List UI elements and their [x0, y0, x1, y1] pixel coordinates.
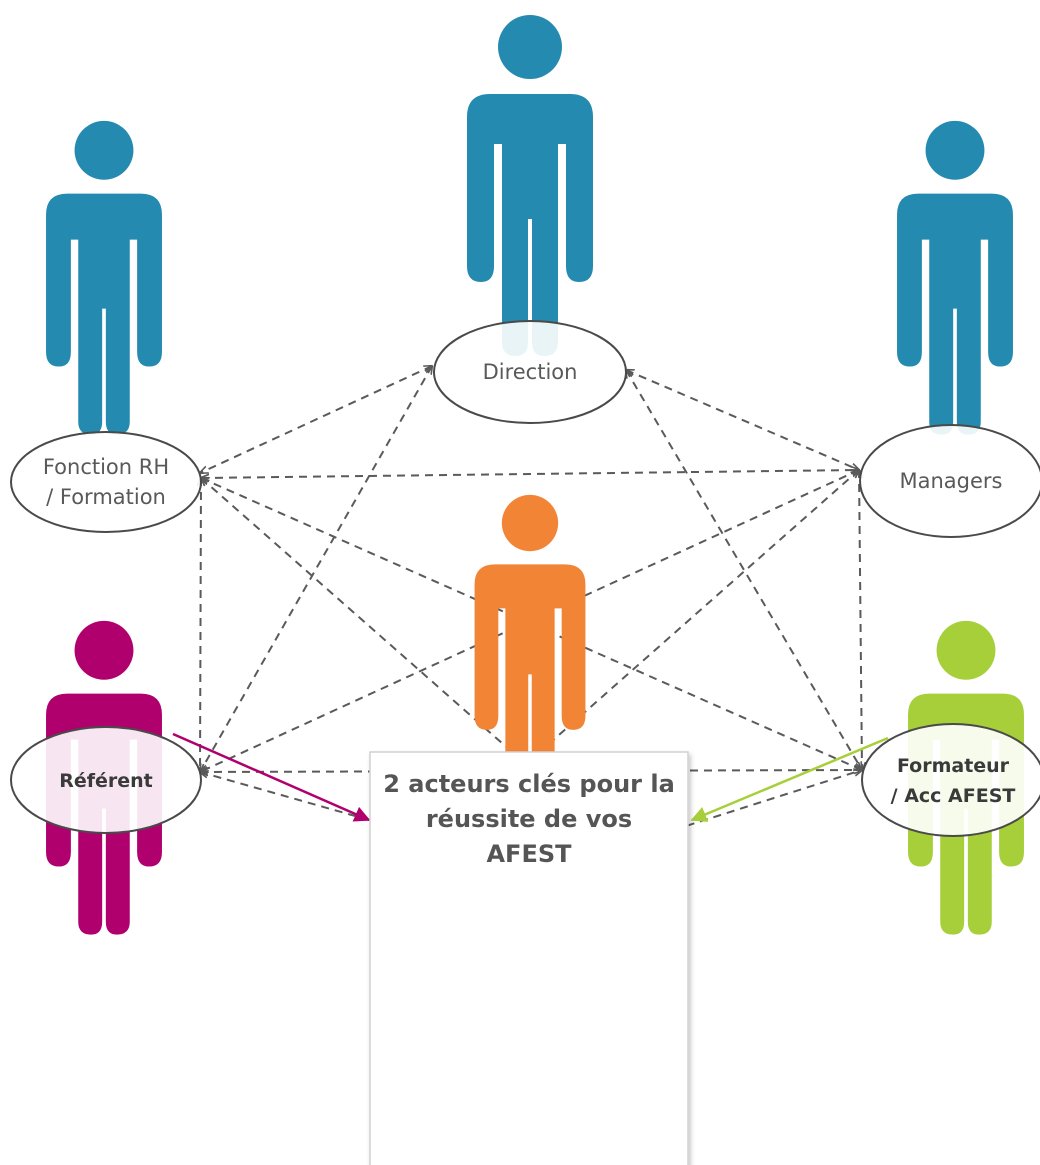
node-label-fonction-rh-2: / Formation: [46, 485, 166, 509]
node-referent: Référent: [10, 726, 202, 834]
node-formateur: Formateur / Acc AFEST: [861, 723, 1040, 837]
node-ellipse: [859, 424, 1040, 538]
node-label-fonction-rh-1: Fonction RH: [43, 455, 169, 479]
connector-direction-r-form-l: [626, 370, 862, 770]
person-icon: [897, 120, 1013, 435]
callout-line-3: AFEST: [486, 840, 572, 868]
person-head: [74, 620, 134, 680]
connector-man-l-ref-r: [200, 470, 859, 772]
node-ellipse: [10, 726, 202, 834]
node-label-formateur-2: / Acc AFEST: [891, 785, 1016, 807]
referent-to-callout-arrow: [172, 732, 371, 822]
person-body: [474, 564, 586, 795]
node-managers: Managers: [859, 424, 1040, 538]
node-fonction-rh: Fonction RH / Formation: [10, 431, 202, 533]
connector-man-l-form-l: [859, 470, 862, 770]
person-icon: [474, 494, 586, 795]
connector-direction-r-man-l: [626, 370, 859, 470]
node-label-direction-1: Direction: [483, 360, 578, 384]
person-icon: [467, 15, 593, 356]
node-ellipse: [10, 431, 202, 533]
node-ellipse: [433, 320, 627, 424]
person-icon: [46, 120, 162, 435]
node-label-formateur-1: Formateur: [897, 755, 1010, 777]
person-head: [74, 120, 134, 180]
person-head: [925, 120, 985, 180]
callout-line-2: réussite de vos: [426, 805, 632, 833]
node-label-managers-1: Managers: [900, 469, 1003, 493]
person-body: [467, 94, 593, 356]
callout-line-1: 2 acteurs clés pour la: [383, 770, 675, 798]
node-ellipse: [861, 723, 1040, 837]
key-actors-callout: 2 acteurs clés pour la réussite de vos A…: [369, 751, 689, 1165]
connector-rh-r-ref-r: [200, 478, 201, 772]
person-head: [501, 494, 559, 552]
callout-arrows: [172, 732, 889, 822]
callout-box: [369, 751, 689, 1165]
connector-direction-l-ref-r: [200, 366, 432, 772]
connector-rh-r-man-l: [201, 470, 859, 478]
node-direction: Direction: [433, 320, 627, 424]
node-label-referent-1: Référent: [59, 770, 153, 792]
formateur-to-callout-arrow: [690, 736, 889, 822]
connector-direction-l-rh-tr: [200, 366, 432, 473]
person-head: [936, 620, 996, 680]
person-head: [498, 15, 562, 79]
person-body: [897, 193, 1013, 435]
person-body: [46, 193, 162, 435]
